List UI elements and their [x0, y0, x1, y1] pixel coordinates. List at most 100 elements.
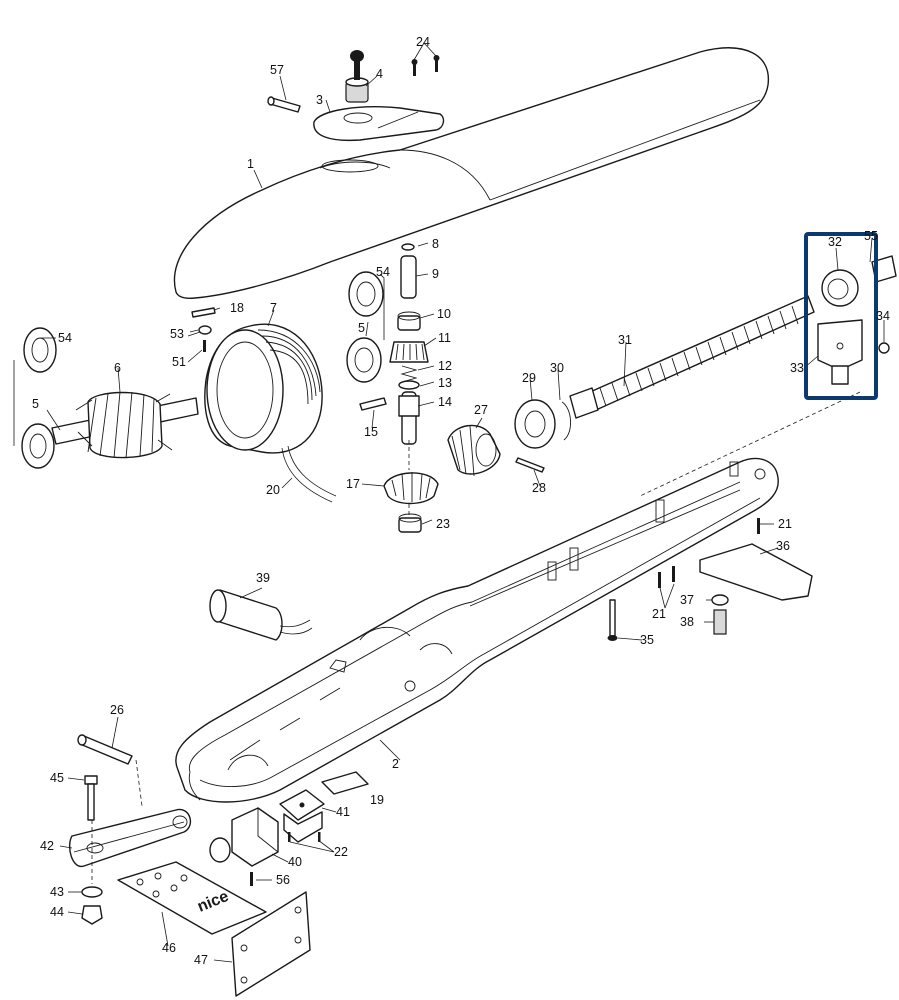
part-43-washer: [81, 886, 103, 898]
part-10-bushing: [397, 311, 421, 331]
part-33-bracket: [817, 319, 863, 385]
callout-7: 7: [270, 301, 277, 315]
callout-47: 47: [194, 953, 208, 967]
callout-29: 29: [522, 371, 536, 385]
part-31-worm-screw: [569, 295, 815, 419]
callout-5-right: 5: [358, 321, 365, 335]
callout-24: 24: [416, 35, 430, 49]
part-28-pin: [515, 457, 545, 473]
callout-44: 44: [50, 905, 64, 919]
part-15-pin: [359, 397, 387, 411]
assembly-guide-lines: [91, 391, 861, 884]
part-9-shaft: [400, 255, 417, 299]
callout-33: 33: [790, 361, 804, 375]
part-19-label: [321, 771, 369, 795]
callout-40: 40: [288, 855, 302, 869]
part-47-wall-plate: [231, 891, 311, 997]
part-34-bolt: [878, 342, 890, 354]
callout-54-right: 54: [376, 265, 390, 279]
callout-56: 56: [276, 873, 290, 887]
part-41-connector: [279, 789, 325, 843]
part-29-bearing: [514, 399, 556, 449]
callout-19: 19: [370, 793, 384, 807]
part-35-long-screw: [607, 599, 618, 641]
callout-54-left: 54: [58, 331, 72, 345]
callout-53: 53: [170, 327, 184, 341]
callout-18: 18: [230, 301, 244, 315]
callout-10: 10: [437, 307, 451, 321]
part-53-washer: [198, 325, 212, 335]
part-45-bolt: [84, 775, 98, 821]
part-40-connector-block: [209, 807, 279, 867]
part-2-base-housing: [175, 457, 779, 803]
callout-11: 11: [438, 331, 451, 345]
part-13-ring: [398, 380, 420, 390]
part-30-circlip: [561, 401, 571, 441]
callout-45: 45: [50, 771, 64, 785]
callout-55: 55: [864, 229, 878, 243]
callout-43: 43: [50, 885, 64, 899]
part-24-screws: [411, 55, 440, 76]
part-56-screw: [250, 872, 253, 886]
part-37-washer: [711, 594, 729, 606]
callout-21-bottom: 21: [652, 607, 666, 621]
callout-9: 9: [432, 267, 439, 281]
part-26-pin: [77, 734, 133, 765]
callout-37: 37: [680, 593, 694, 607]
callout-17: 17: [346, 477, 360, 491]
callout-28: 28: [532, 481, 546, 495]
part-6-rotor: [51, 391, 199, 459]
part-44-nut: [81, 905, 103, 925]
highlight-box: [804, 232, 878, 400]
callout-46: 46: [162, 941, 176, 955]
part-36-plate: [699, 543, 813, 601]
callout-12: 12: [438, 359, 452, 373]
callout-41: 41: [336, 805, 350, 819]
callout-42: 42: [40, 839, 54, 853]
callout-32: 32: [828, 235, 842, 249]
part-7-motor-stator: [204, 323, 337, 503]
callout-31: 31: [618, 333, 632, 347]
callout-35: 35: [640, 633, 654, 647]
callout-5-left: 5: [32, 397, 39, 411]
part-14-spindle: [398, 391, 420, 445]
part-5-bearing-center: [346, 337, 382, 383]
part-11-gear: [389, 341, 429, 363]
callout-14: 14: [438, 395, 452, 409]
callout-21-top: 21: [778, 517, 792, 531]
callout-22: 22: [334, 845, 348, 859]
callout-labels: 1 2 3 4 5 5 6 7 8 9 10 11 12 13 14 15 17…: [32, 35, 890, 967]
part-8-clip: [401, 243, 415, 251]
callout-38: 38: [680, 615, 694, 629]
part-32-nut: [821, 269, 859, 307]
part-5-bearing-left: [21, 423, 55, 469]
part-17-bevel-gear: [383, 472, 439, 505]
part-12-spring: [400, 365, 418, 383]
part-3-lock-housing: [313, 106, 445, 142]
callout-13: 13: [438, 376, 452, 390]
callout-39: 39: [256, 571, 270, 585]
callout-2: 2: [392, 757, 399, 771]
callout-23: 23: [436, 517, 450, 531]
part-1-top-cover: [173, 47, 770, 299]
callout-57: 57: [270, 63, 284, 77]
part-54-bearing-left: [23, 327, 57, 373]
callout-15: 15: [364, 425, 378, 439]
part-54-bearing-center: [348, 271, 384, 317]
part-4-key-lock: [345, 50, 369, 103]
part-27-gear: [447, 424, 501, 477]
part-51-screw: [203, 340, 206, 352]
part-18-pin: [191, 307, 216, 318]
callout-4: 4: [376, 67, 383, 81]
part-39-capacitor: [209, 589, 313, 641]
callout-51: 51: [172, 355, 186, 369]
callout-27: 27: [474, 403, 488, 417]
callout-30: 30: [550, 361, 564, 375]
callout-6: 6: [114, 361, 121, 375]
callout-26: 26: [110, 703, 124, 717]
callout-3: 3: [316, 93, 323, 107]
part-57-pin: [267, 96, 301, 113]
callout-34: 34: [876, 309, 890, 323]
callout-8: 8: [432, 237, 439, 251]
